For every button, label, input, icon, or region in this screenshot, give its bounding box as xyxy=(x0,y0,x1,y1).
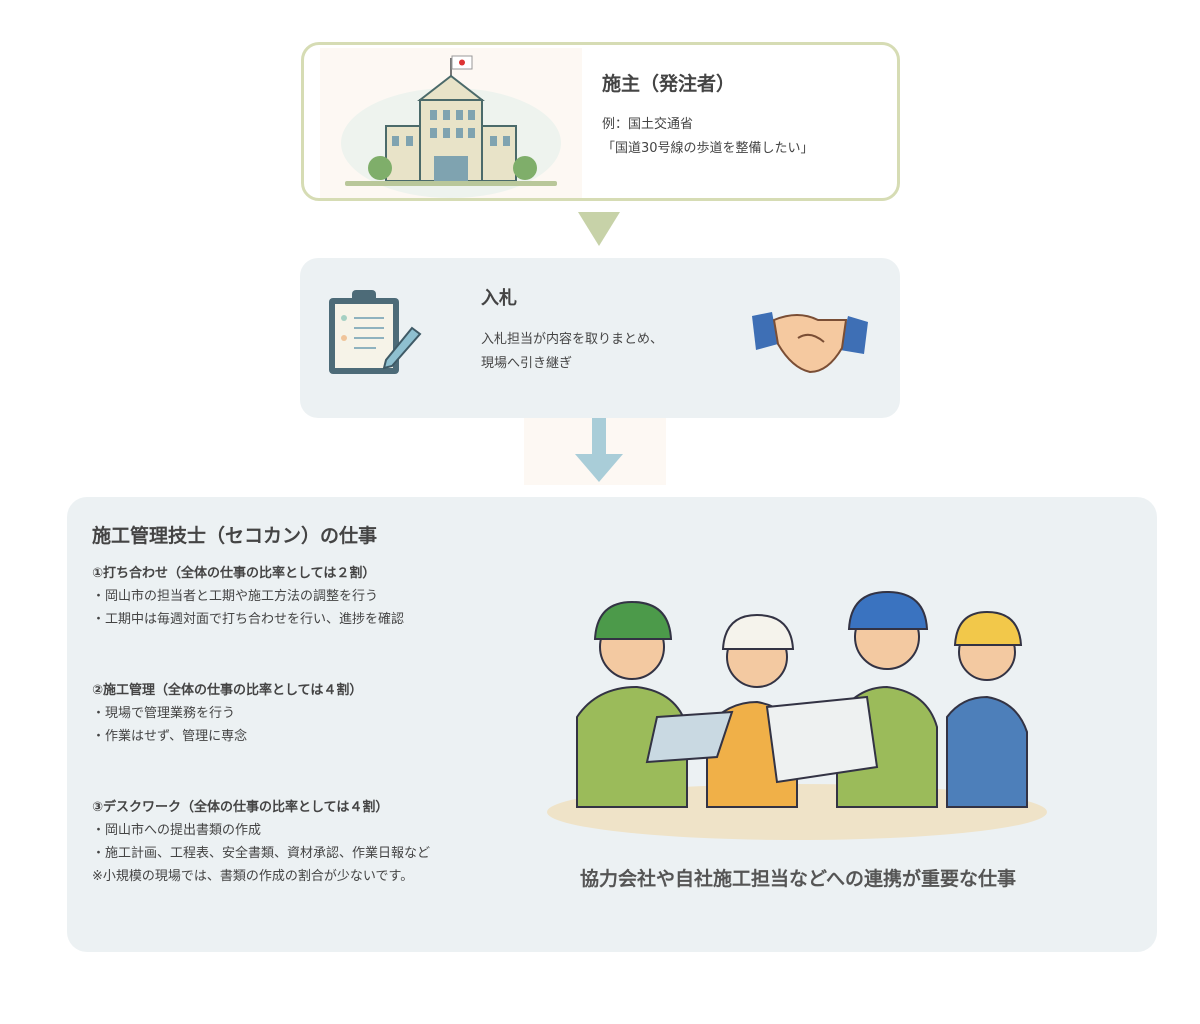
down-triangle-icon xyxy=(578,212,620,246)
clipboard-icon xyxy=(329,290,422,374)
sekokan-caption: 協力会社や自社施工担当などへの連携が重要な仕事 xyxy=(580,868,1017,890)
client-example-label: 例：国土交通省 xyxy=(602,117,694,132)
bidding-box: 入札 入札担当が内容を取りまとめ、 現場へ引き継ぎ xyxy=(300,258,900,418)
bidding-line: 入札担当が内容を取りまとめ、 xyxy=(481,332,664,347)
section-item: ・工期中は毎週対面で打ち合わせを行い、進捗を確認 xyxy=(92,612,405,627)
section-meetings: ①打ち合わせ（全体の仕事の比率としては２割） ・岡山市の担当者と工期や施工方法の… xyxy=(92,562,404,631)
client-box: 施主（発注者） 例：国土交通省 「国道30号線の歩道を整備したい」 xyxy=(301,42,900,201)
section-deskwork: ③デスクワーク（全体の仕事の比率としては４割） ・岡山市への提出書類の作成 ・施… xyxy=(92,796,430,888)
section-item: ・現場で管理業務を行う xyxy=(92,706,236,721)
section-item: ・岡山市の担当者と工期や施工方法の調整を行う xyxy=(92,589,379,604)
client-example: 例：国土交通省 「国道30号線の歩道を整備したい」 xyxy=(602,113,814,161)
bidding-line: 現場へ引き継ぎ xyxy=(481,356,573,371)
down-arrow-icon xyxy=(575,418,623,482)
section-construction-management: ②施工管理（全体の仕事の比率としては４割） ・現場で管理業務を行う ・作業はせず… xyxy=(92,679,362,748)
section-heading: ②施工管理（全体の仕事の比率としては４割） xyxy=(92,683,363,698)
arrow-background xyxy=(524,418,666,485)
section-note: ※小規模の現場では、書類の作成の割合が少ないです。 xyxy=(92,869,414,884)
section-item: ・施工計画、工程表、安全書類、資材承認、作業日報など xyxy=(92,846,431,861)
sekokan-title: 施工管理技士（セコカン）の仕事 xyxy=(92,525,378,547)
government-building-illustration xyxy=(320,48,582,198)
sekokan-box: 施工管理技士（セコカン）の仕事 ①打ち合わせ（全体の仕事の比率としては２割） ・… xyxy=(67,497,1157,952)
workers-illustration xyxy=(547,590,1047,840)
bidding-description: 入札担当が内容を取りまとめ、 現場へ引き継ぎ xyxy=(481,328,663,376)
client-example-quote: 「国道30号線の歩道を整備したい」 xyxy=(602,141,814,156)
bidding-title: 入札 xyxy=(481,288,517,309)
handshake-icon xyxy=(752,312,868,374)
section-heading: ③デスクワーク（全体の仕事の比率としては４割） xyxy=(92,800,389,815)
section-heading: ①打ち合わせ（全体の仕事の比率としては２割） xyxy=(92,566,376,581)
section-item: ・岡山市への提出書類の作成 xyxy=(92,823,262,838)
client-title: 施主（発注者） xyxy=(602,73,736,95)
section-item: ・作業はせず、管理に専念 xyxy=(92,729,248,744)
